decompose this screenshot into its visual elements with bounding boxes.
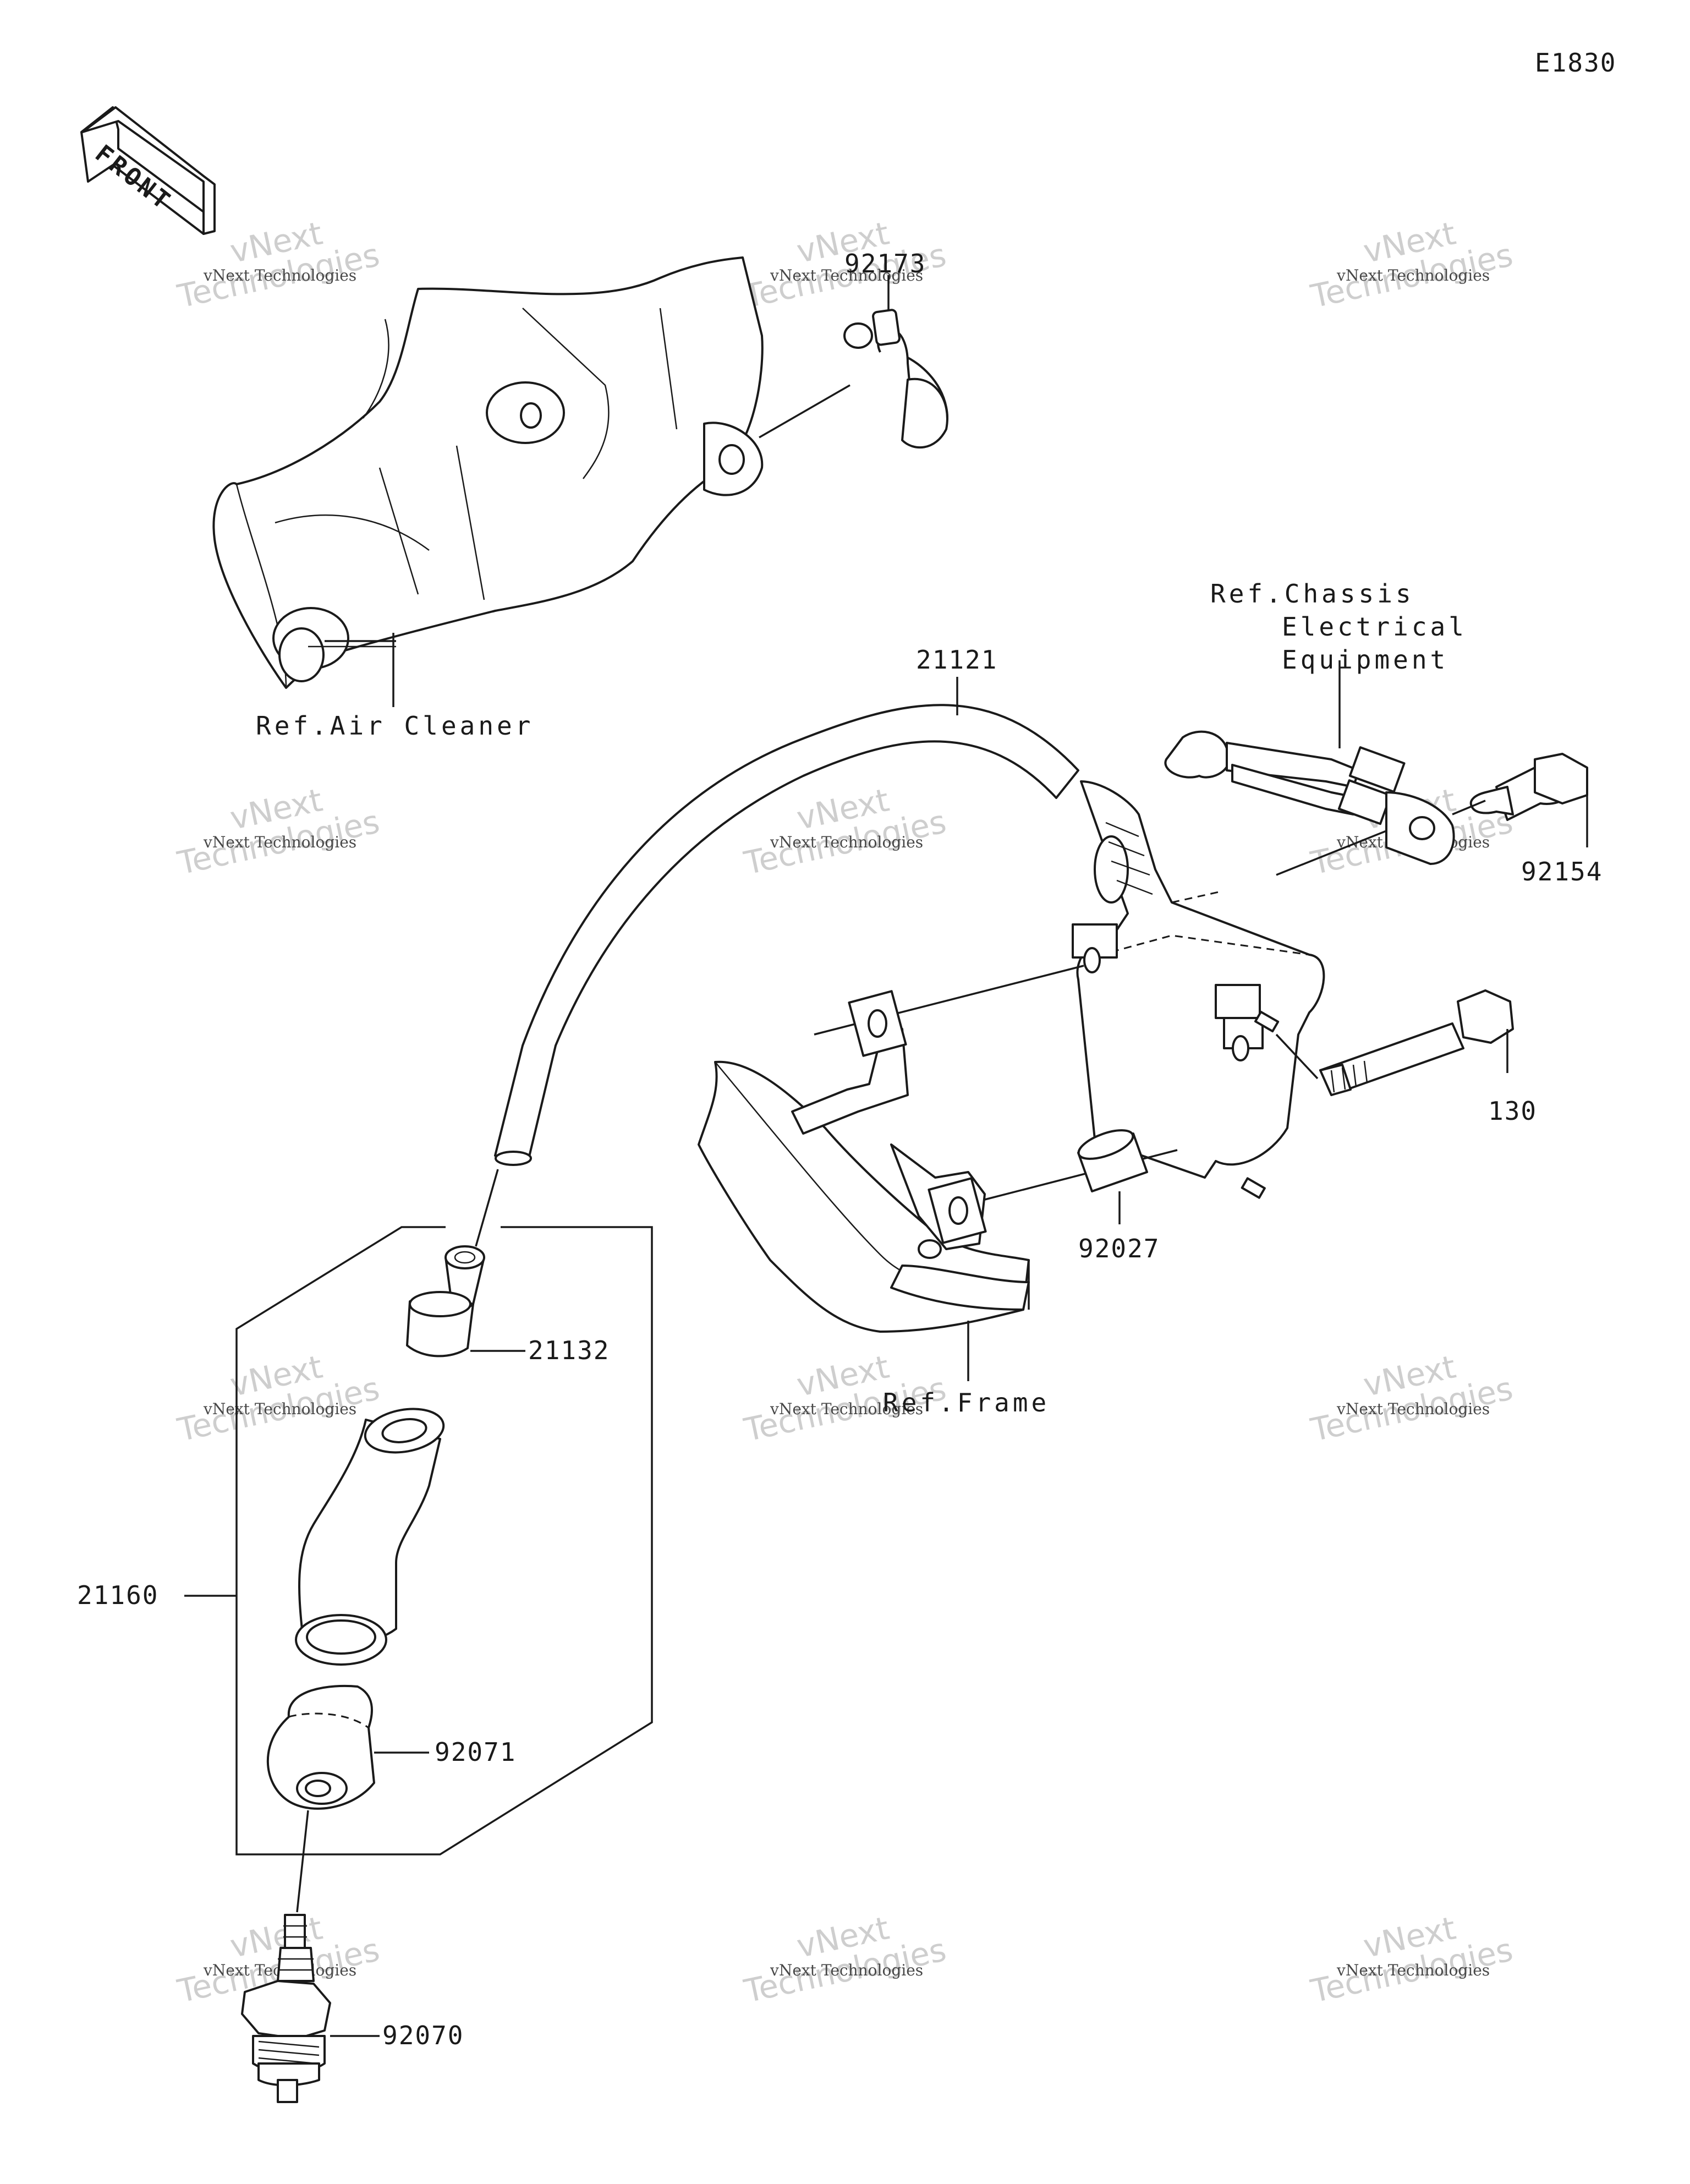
part-number-92071: 92071 bbox=[435, 1737, 516, 1767]
part-number-21160: 21160 bbox=[77, 1580, 158, 1610]
frame-bracket: Ref.Frame bbox=[698, 990, 1050, 1417]
watermark: Technologies vNext vNext Technologies bbox=[174, 1348, 383, 1449]
watermark-text: vNext Technologies bbox=[1336, 1961, 1490, 1979]
part-number-21132: 21132 bbox=[528, 1335, 610, 1365]
spacer-92027: 92027 bbox=[1077, 1129, 1160, 1263]
watermark: Technologies vNext vNext Technologies bbox=[740, 781, 950, 883]
part-number-92027: 92027 bbox=[1078, 1234, 1160, 1263]
ref-chassis-label: Electrical bbox=[1282, 612, 1467, 642]
watermark: Technologies vNext vNext Technologies bbox=[174, 781, 383, 883]
bolt-130: 130 bbox=[1275, 989, 1537, 1126]
plug-cap-tube bbox=[295, 1408, 445, 1666]
spark-plug-92070: 92070 bbox=[241, 1810, 464, 2103]
bolt-92154: 92154 bbox=[1452, 753, 1603, 886]
ignition-cable-21121: 21121 bbox=[494, 645, 1079, 1166]
chassis-electrical-connector: Ref.Chassis Electrical Equipment bbox=[1164, 579, 1467, 865]
watermark: Technologies vNext vNext Technologies bbox=[740, 1909, 950, 2011]
watermark-text: vNext Technologies bbox=[1336, 266, 1490, 284]
watermark-text: vNext Technologies bbox=[203, 1400, 356, 1418]
watermark-text: vNext Technologies bbox=[1336, 1400, 1490, 1418]
air-cleaner-housing: Ref.Air Cleaner bbox=[212, 256, 764, 741]
seal-21132: 21132 bbox=[406, 1169, 610, 1365]
part-number-130: 130 bbox=[1488, 1096, 1537, 1126]
part-number-21121: 21121 bbox=[916, 645, 997, 675]
watermark-text: vNext Technologies bbox=[770, 833, 923, 851]
ref-air-cleaner-label: Ref.Air Cleaner bbox=[256, 711, 534, 741]
ref-frame-label: Ref.Frame bbox=[883, 1388, 1050, 1417]
part-number-92173: 92173 bbox=[844, 249, 926, 278]
watermark-text: vNext Technologies bbox=[203, 833, 356, 851]
watermark-text: vNext Technologies bbox=[770, 1961, 923, 1979]
cap-assembly-group: 21160 bbox=[77, 1226, 653, 1855]
part-number-92154: 92154 bbox=[1521, 857, 1603, 886]
diagram-code: E1830 bbox=[1535, 48, 1616, 78]
watermark: Technologies vNext vNext Technologies bbox=[1307, 215, 1516, 316]
clamp-92173: 92173 bbox=[759, 249, 948, 448]
watermark: Technologies vNext vNext Technologies bbox=[1307, 1348, 1516, 1449]
part-number-92070: 92070 bbox=[382, 2021, 464, 2050]
watermark-text: vNext Technologies bbox=[770, 266, 923, 284]
watermark-text: vNext Technologies bbox=[203, 266, 356, 284]
ignition-coil bbox=[814, 780, 1387, 1201]
watermark-text: vNext Technologies bbox=[770, 1400, 923, 1418]
watermark: Technologies vNext vNext Technologies bbox=[1307, 1909, 1516, 2011]
ref-chassis-label: Equipment bbox=[1282, 645, 1448, 675]
seal-92071: 92071 bbox=[266, 1684, 516, 1810]
front-arrow-icon: FRONT bbox=[80, 106, 216, 235]
ref-chassis-label: Ref.Chassis bbox=[1210, 579, 1414, 609]
